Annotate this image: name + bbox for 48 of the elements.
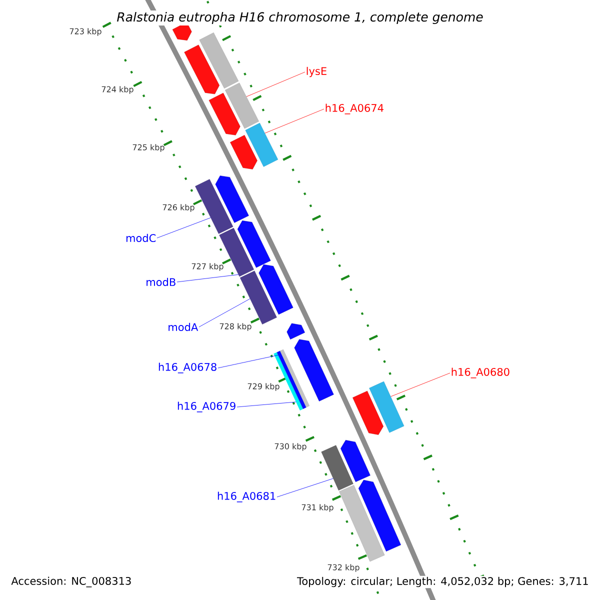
- pointed-gene-box: [358, 480, 401, 552]
- gene-box: [369, 381, 404, 433]
- leader-line: [198, 298, 250, 328]
- leader-line: [276, 478, 334, 498]
- pointed-gene-box: [237, 220, 271, 268]
- pointed-gene-box: [258, 264, 294, 315]
- gene-label: h16_A0681: [218, 492, 276, 502]
- leader-line: [246, 72, 306, 97]
- gene-label: modA: [168, 322, 198, 332]
- scale-label: 726 kbp: [162, 204, 194, 212]
- leader-line: [156, 218, 211, 238]
- pointed-gene-box: [184, 44, 220, 94]
- gene-box: [240, 270, 277, 324]
- gene-label: modB: [146, 278, 176, 286]
- gene-box: [199, 32, 239, 89]
- gene-label: lysE: [306, 66, 326, 78]
- pointed-gene-box: [294, 339, 334, 402]
- gene-box: [225, 82, 259, 129]
- title: Ralstonia eutropha H16 chromosome 1, complete genome: [115, 10, 485, 26]
- pointed-gene-box: [208, 92, 240, 136]
- pointed-gene-box: [215, 176, 249, 223]
- gene-label: modC: [126, 234, 156, 242]
- gene-label: h16_A0678: [158, 362, 216, 374]
- gene-box: [339, 485, 385, 562]
- scale-label: 725 kbp: [132, 144, 164, 152]
- gene-label: h16_A0674: [326, 104, 384, 114]
- pointed-gene-box: [352, 390, 384, 435]
- gene-box: [195, 179, 234, 234]
- pointed-gene-box: [286, 323, 305, 340]
- scale-label: 723 kbp: [70, 28, 102, 36]
- pointed-gene-box: [340, 440, 370, 482]
- scale-label: 724 kbp: [102, 86, 134, 94]
- gene-box: [245, 122, 278, 167]
- scale-label: 731 kbp: [302, 504, 334, 512]
- pointed-gene-box: [230, 135, 258, 170]
- scale-label: 732 kbp: [328, 564, 360, 572]
- scale-label: 727 kbp: [192, 263, 224, 271]
- accession-text: Accession: NC_008313: [10, 576, 133, 588]
- leader-line: [176, 274, 239, 282]
- gene-label: h16_A0679: [178, 402, 236, 412]
- genome-stats-text: Topology: circular; Length: 4,052,032 bp; Genes: 3,711: [296, 576, 590, 588]
- gene-box: [321, 445, 354, 490]
- gene-label: h16_A0680: [452, 368, 510, 378]
- scale-label: 729 kbp: [248, 383, 280, 391]
- scale-label: 730 kbp: [274, 443, 306, 451]
- leader-line: [236, 402, 296, 408]
- scale-label: 728 kbp: [220, 323, 252, 331]
- leader-line: [390, 372, 450, 397]
